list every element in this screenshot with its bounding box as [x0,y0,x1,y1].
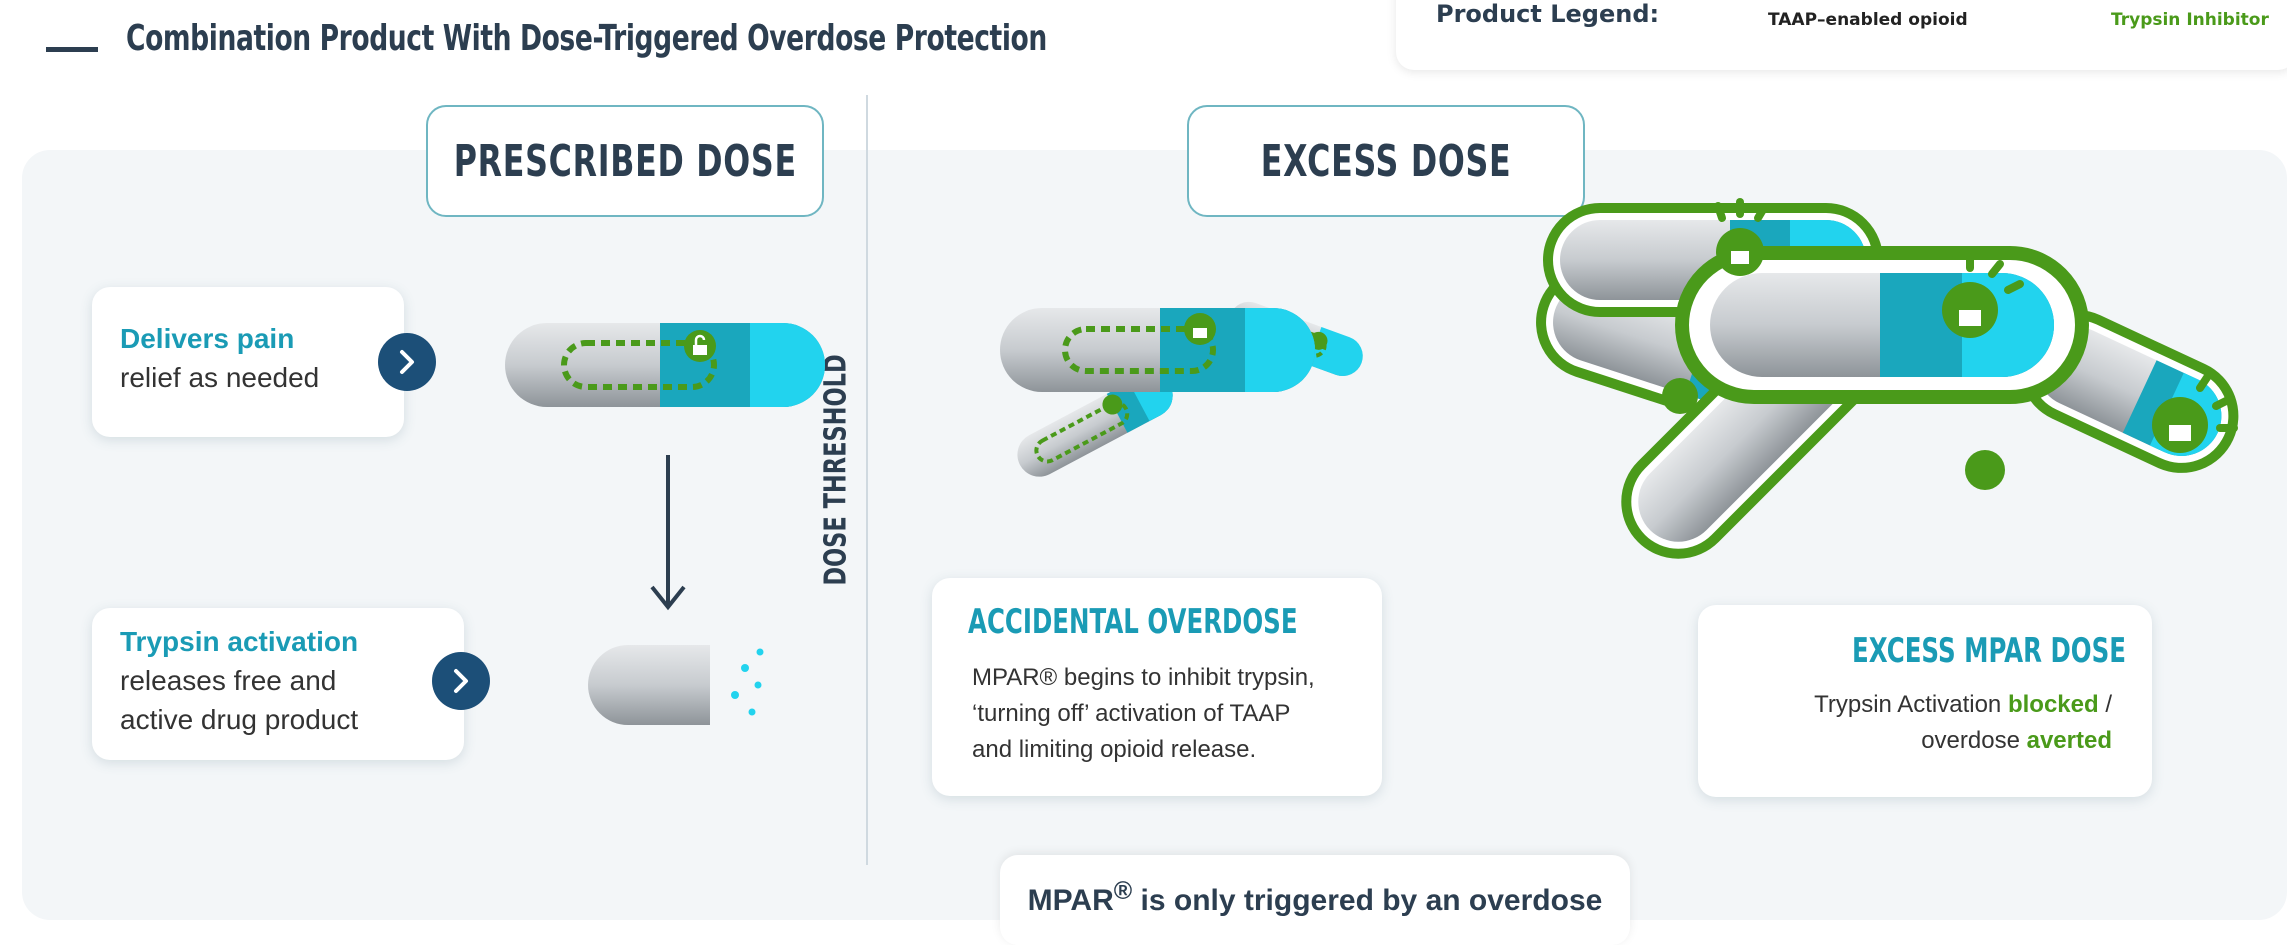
pain-relief-text: relief as needed [120,362,320,393]
excess-mpar-line2: overdose averted [1921,727,2112,754]
down-arrow-icon [650,455,686,611]
legend-label: Product Legend: [1436,0,1660,28]
page-title: Combination Product With Dose-Triggered … [126,18,1047,59]
prescribed-capsule-illustration [505,323,825,407]
mpar-note-text: is only triggered by an overdose [1132,884,1603,917]
prescribed-dose-label: PRESCRIBED DOSE [453,135,797,187]
legend-item-inhibitor: Trypsin Inhibitor [2111,10,2269,30]
trypsin-activation-card: Trypsin activation releases free and act… [92,608,464,760]
excess-mpar-capsule-pile [1536,198,2239,559]
pain-relief-card: Delivers pain relief as needed [92,287,404,437]
trypsin-activation-bold: Trypsin activation [120,626,359,657]
excess-mpar-card: EXCESS MPAR DOSE Trypsin Activation bloc… [1698,605,2152,797]
product-legend: Product Legend: TAAP–enabled opioid Tryp… [1396,0,2287,70]
averted-highlight: averted [2026,727,2112,754]
mpar-note-registered: ® [1113,877,1133,905]
excess-mpar-line1: Trypsin Activation blocked / [1814,691,2112,718]
mpar-trigger-note: MPAR® is only triggered by an overdose [1000,855,1630,945]
excess-dose-heading: EXCESS DOSE [1187,105,1585,217]
title-dash [46,47,98,52]
dose-threshold-line [866,95,868,865]
accidental-overdose-line2: ‘turning off’ activation of TAAP [972,700,1291,727]
chevron-right-icon[interactable] [432,652,490,710]
excess-mpar-title: EXCESS MPAR DOSE [1852,631,2126,671]
excess-dose-label: EXCESS DOSE [1260,135,1512,187]
prescribed-dose-heading: PRESCRIBED DOSE [426,105,824,217]
accidental-overdose-line3: and limiting opioid release. [972,736,1257,763]
mpar-note-brand: MPAR [1027,884,1114,917]
pain-relief-bold: Delivers pain [120,323,295,354]
accidental-overdose-title: ACCIDENTAL OVERDOSE [968,602,1298,642]
accidental-overdose-line1: MPAR® begins to inhibit trypsin, [972,664,1315,691]
released-capsule-illustration [588,645,764,725]
chevron-right-icon[interactable] [378,333,436,391]
blocked-highlight: blocked [2007,691,2099,718]
accidental-overdose-capsules [1000,301,1363,477]
trypsin-activation-line3: active drug product [120,704,359,735]
accidental-overdose-card: ACCIDENTAL OVERDOSE MPAR® begins to inhi… [932,578,1382,796]
legend-item-opioid: TAAP–enabled opioid [1768,10,1968,30]
trypsin-activation-line2: releases free and [120,665,337,696]
